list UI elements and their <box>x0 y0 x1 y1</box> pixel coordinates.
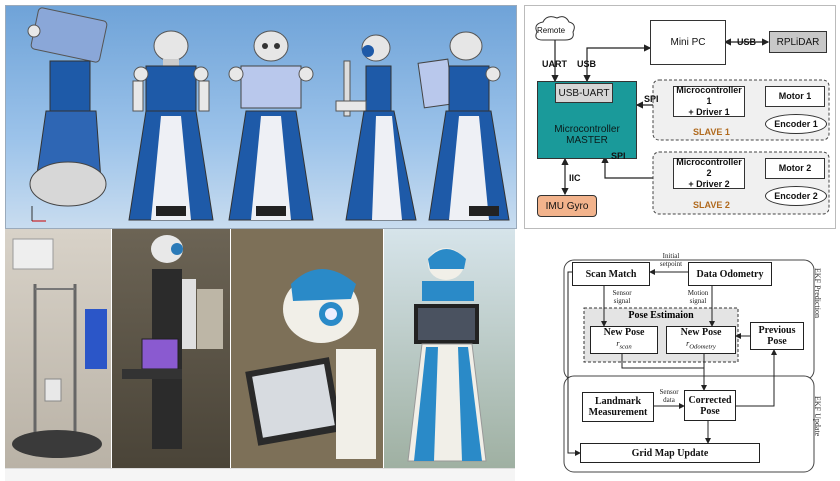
microcontroller1-box: Microcontroller 1 + Driver 1 <box>673 85 745 117</box>
sensor-signal-line1: Sensor <box>612 289 632 297</box>
sensor-data-label: Sensor data <box>654 388 684 404</box>
mcu-master-line2: MASTER <box>566 135 608 146</box>
mc1-line1: Microcontroller 1 <box>676 85 742 106</box>
sensor-data-line2: data <box>663 396 675 404</box>
new-pose-scan-subscript: scan <box>619 343 632 351</box>
mcu-master-line1: Microcontroller <box>554 124 620 135</box>
ekf-update-label: EKF Update <box>813 396 822 437</box>
motion-signal-line1: Motion <box>687 289 709 297</box>
slave2-label: SLAVE 2 <box>693 200 730 210</box>
photo-frame-construction <box>5 229 111 468</box>
encoder1-ellipse: Encoder 1 <box>765 114 827 134</box>
previous-pose-line1: Previous <box>758 325 796 336</box>
bottom-strip <box>5 468 515 481</box>
iic-label: IIC <box>569 173 581 183</box>
initial-setpoint-line1: Initial <box>662 252 680 260</box>
scan-match-box: Scan Match <box>572 262 650 286</box>
usb-right-label: USB <box>737 37 757 47</box>
robot-render-side <box>335 34 417 221</box>
mc2-line2: + Driver 2 <box>688 179 730 189</box>
usb-left-label: USB <box>577 59 597 69</box>
grid-map-update-box: Grid Map Update <box>580 443 760 463</box>
cad-render-panel <box>5 5 517 229</box>
corrected-line2: Pose <box>700 405 720 417</box>
new-pose-scan-box: New Pose rscan <box>590 326 658 354</box>
robot-render-base-view <box>27 7 108 222</box>
data-odometry-box: Data Odometry <box>688 262 772 286</box>
robot-render-three-quarter <box>417 31 510 221</box>
uart-label: UART <box>542 59 567 69</box>
previous-pose-line2: Pose <box>767 336 787 347</box>
photo-internal-electronics <box>112 229 230 468</box>
motion-signal-line2: signal <box>689 297 707 305</box>
photo-robot-with-tablet <box>231 229 383 468</box>
landmark-measurement-box: Landmark Measurement <box>582 392 654 422</box>
mini-pc-box: Mini PC <box>650 20 726 65</box>
motor1-box: Motor 1 <box>765 86 825 107</box>
mc2-line1: Microcontroller 2 <box>676 157 742 178</box>
robot-cad-renders <box>27 7 510 222</box>
spi-bottom-label: SPI <box>611 151 626 161</box>
pose-estimation-title: Pose Estimaion <box>628 310 694 321</box>
sensor-signal-line2: signal <box>613 297 631 305</box>
new-pose-scan-label: New Pose <box>603 327 645 339</box>
previous-pose-box: Previous Pose <box>750 322 804 350</box>
mc1-line2: + Driver 1 <box>688 107 730 117</box>
remote-cloud-icon <box>535 16 575 41</box>
sensor-data-line1: Sensor <box>659 388 679 396</box>
hardware-architecture-diagram: Remote UART USB Mini PC USB RPLiDAR Micr… <box>524 5 836 229</box>
robot-render-screen-front <box>228 30 314 221</box>
spi-top-label: SPI <box>644 94 659 104</box>
initial-setpoint-line2: setpoint <box>659 260 683 268</box>
robot-render-front <box>128 30 214 221</box>
sensor-signal-label: Sensor signal <box>608 289 636 305</box>
ekf-slam-diagram: Scan Match Data Odometry Initial setpoin… <box>560 252 830 476</box>
imu-gyro-box: IMU Gyro <box>537 195 597 217</box>
motion-signal-label: Motion signal <box>684 289 712 305</box>
new-pose-odometry-label: New Pose <box>680 327 722 339</box>
usb-uart-box: USB-UART <box>555 83 613 103</box>
robot-photo-row <box>5 229 515 468</box>
corrected-line1: Corrected <box>688 394 732 406</box>
new-pose-odometry-symbol: r <box>686 339 690 349</box>
corrected-pose-box: Corrected Pose <box>684 390 736 421</box>
landmark-line1: Landmark <box>594 396 642 407</box>
motor2-box: Motor 2 <box>765 158 825 179</box>
rplidar-box: RPLiDAR <box>769 31 827 53</box>
slave1-label: SLAVE 1 <box>693 127 730 137</box>
landmark-line2: Measurement <box>588 407 648 418</box>
remote-label: Remote <box>537 26 566 35</box>
initial-setpoint-label: Initial setpoint <box>656 252 686 268</box>
new-pose-odometry-box: New Pose rOdometry <box>666 326 736 354</box>
new-pose-scan-symbol: r <box>616 339 620 349</box>
ekf-prediction-label: EKF Prediction <box>813 268 822 318</box>
microcontroller2-box: Microcontroller 2 + Driver 2 <box>673 157 745 189</box>
new-pose-odometry-subscript: Odometry <box>689 343 716 351</box>
photo-finished-robot <box>384 229 515 468</box>
encoder2-ellipse: Encoder 2 <box>765 186 827 206</box>
